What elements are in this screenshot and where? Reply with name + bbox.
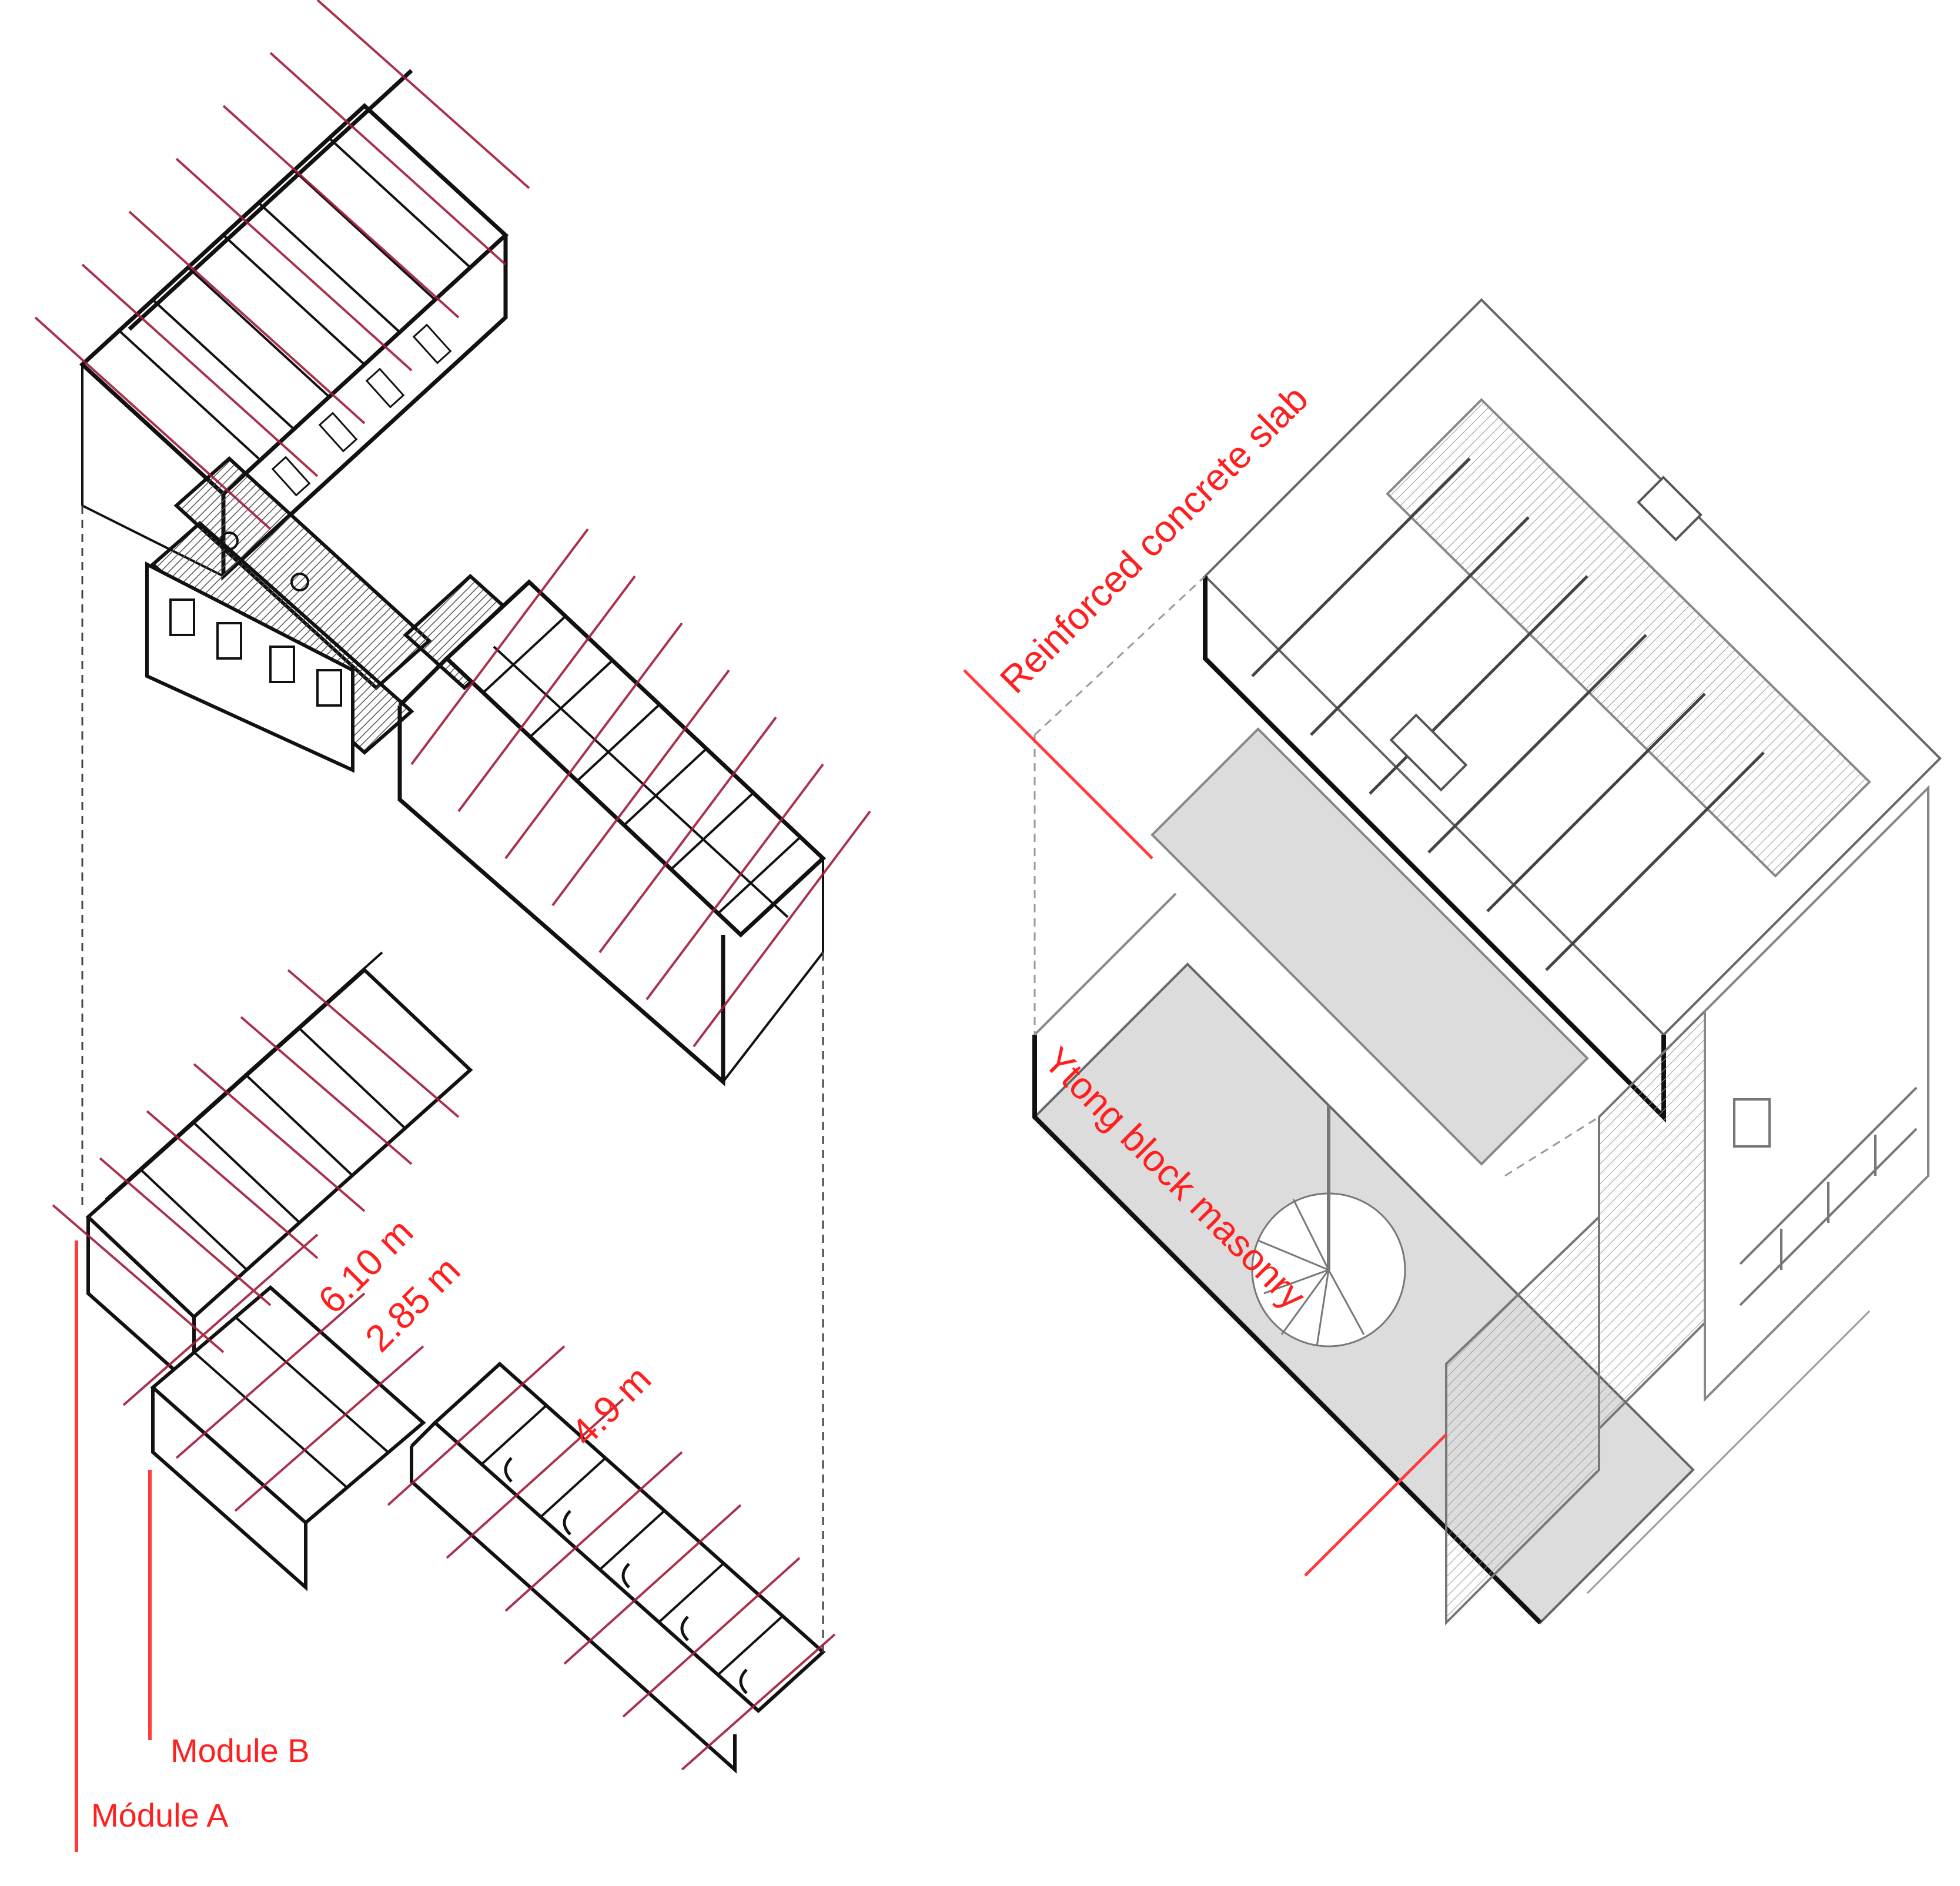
module-grid-lines [34,0,871,1771]
upper-floor-assembly [1150,298,1942,1166]
lower-floor-assembly [1032,785,1929,1626]
spiral-stair [1251,1105,1406,1347]
module-indicator-lines [75,1240,152,1852]
label-module-b: Module B [170,1732,310,1769]
label-module-a: Módule A [91,1797,229,1834]
leader-lines [963,669,1447,1577]
projection-lines [81,506,824,1658]
middle-roof-block [145,456,532,773]
